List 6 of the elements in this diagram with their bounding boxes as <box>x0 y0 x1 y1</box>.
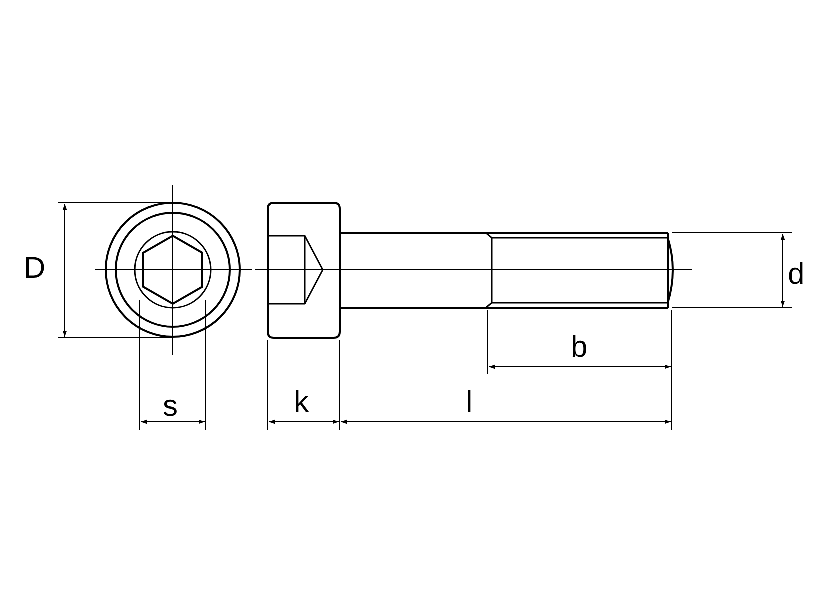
dimension-label: k <box>294 388 309 418</box>
dimension-label: D <box>24 254 46 284</box>
dimension-label: b <box>571 333 588 363</box>
dimension-label: s <box>163 392 178 422</box>
dimension-label: l <box>466 388 473 418</box>
dimension-label: d <box>788 260 805 290</box>
